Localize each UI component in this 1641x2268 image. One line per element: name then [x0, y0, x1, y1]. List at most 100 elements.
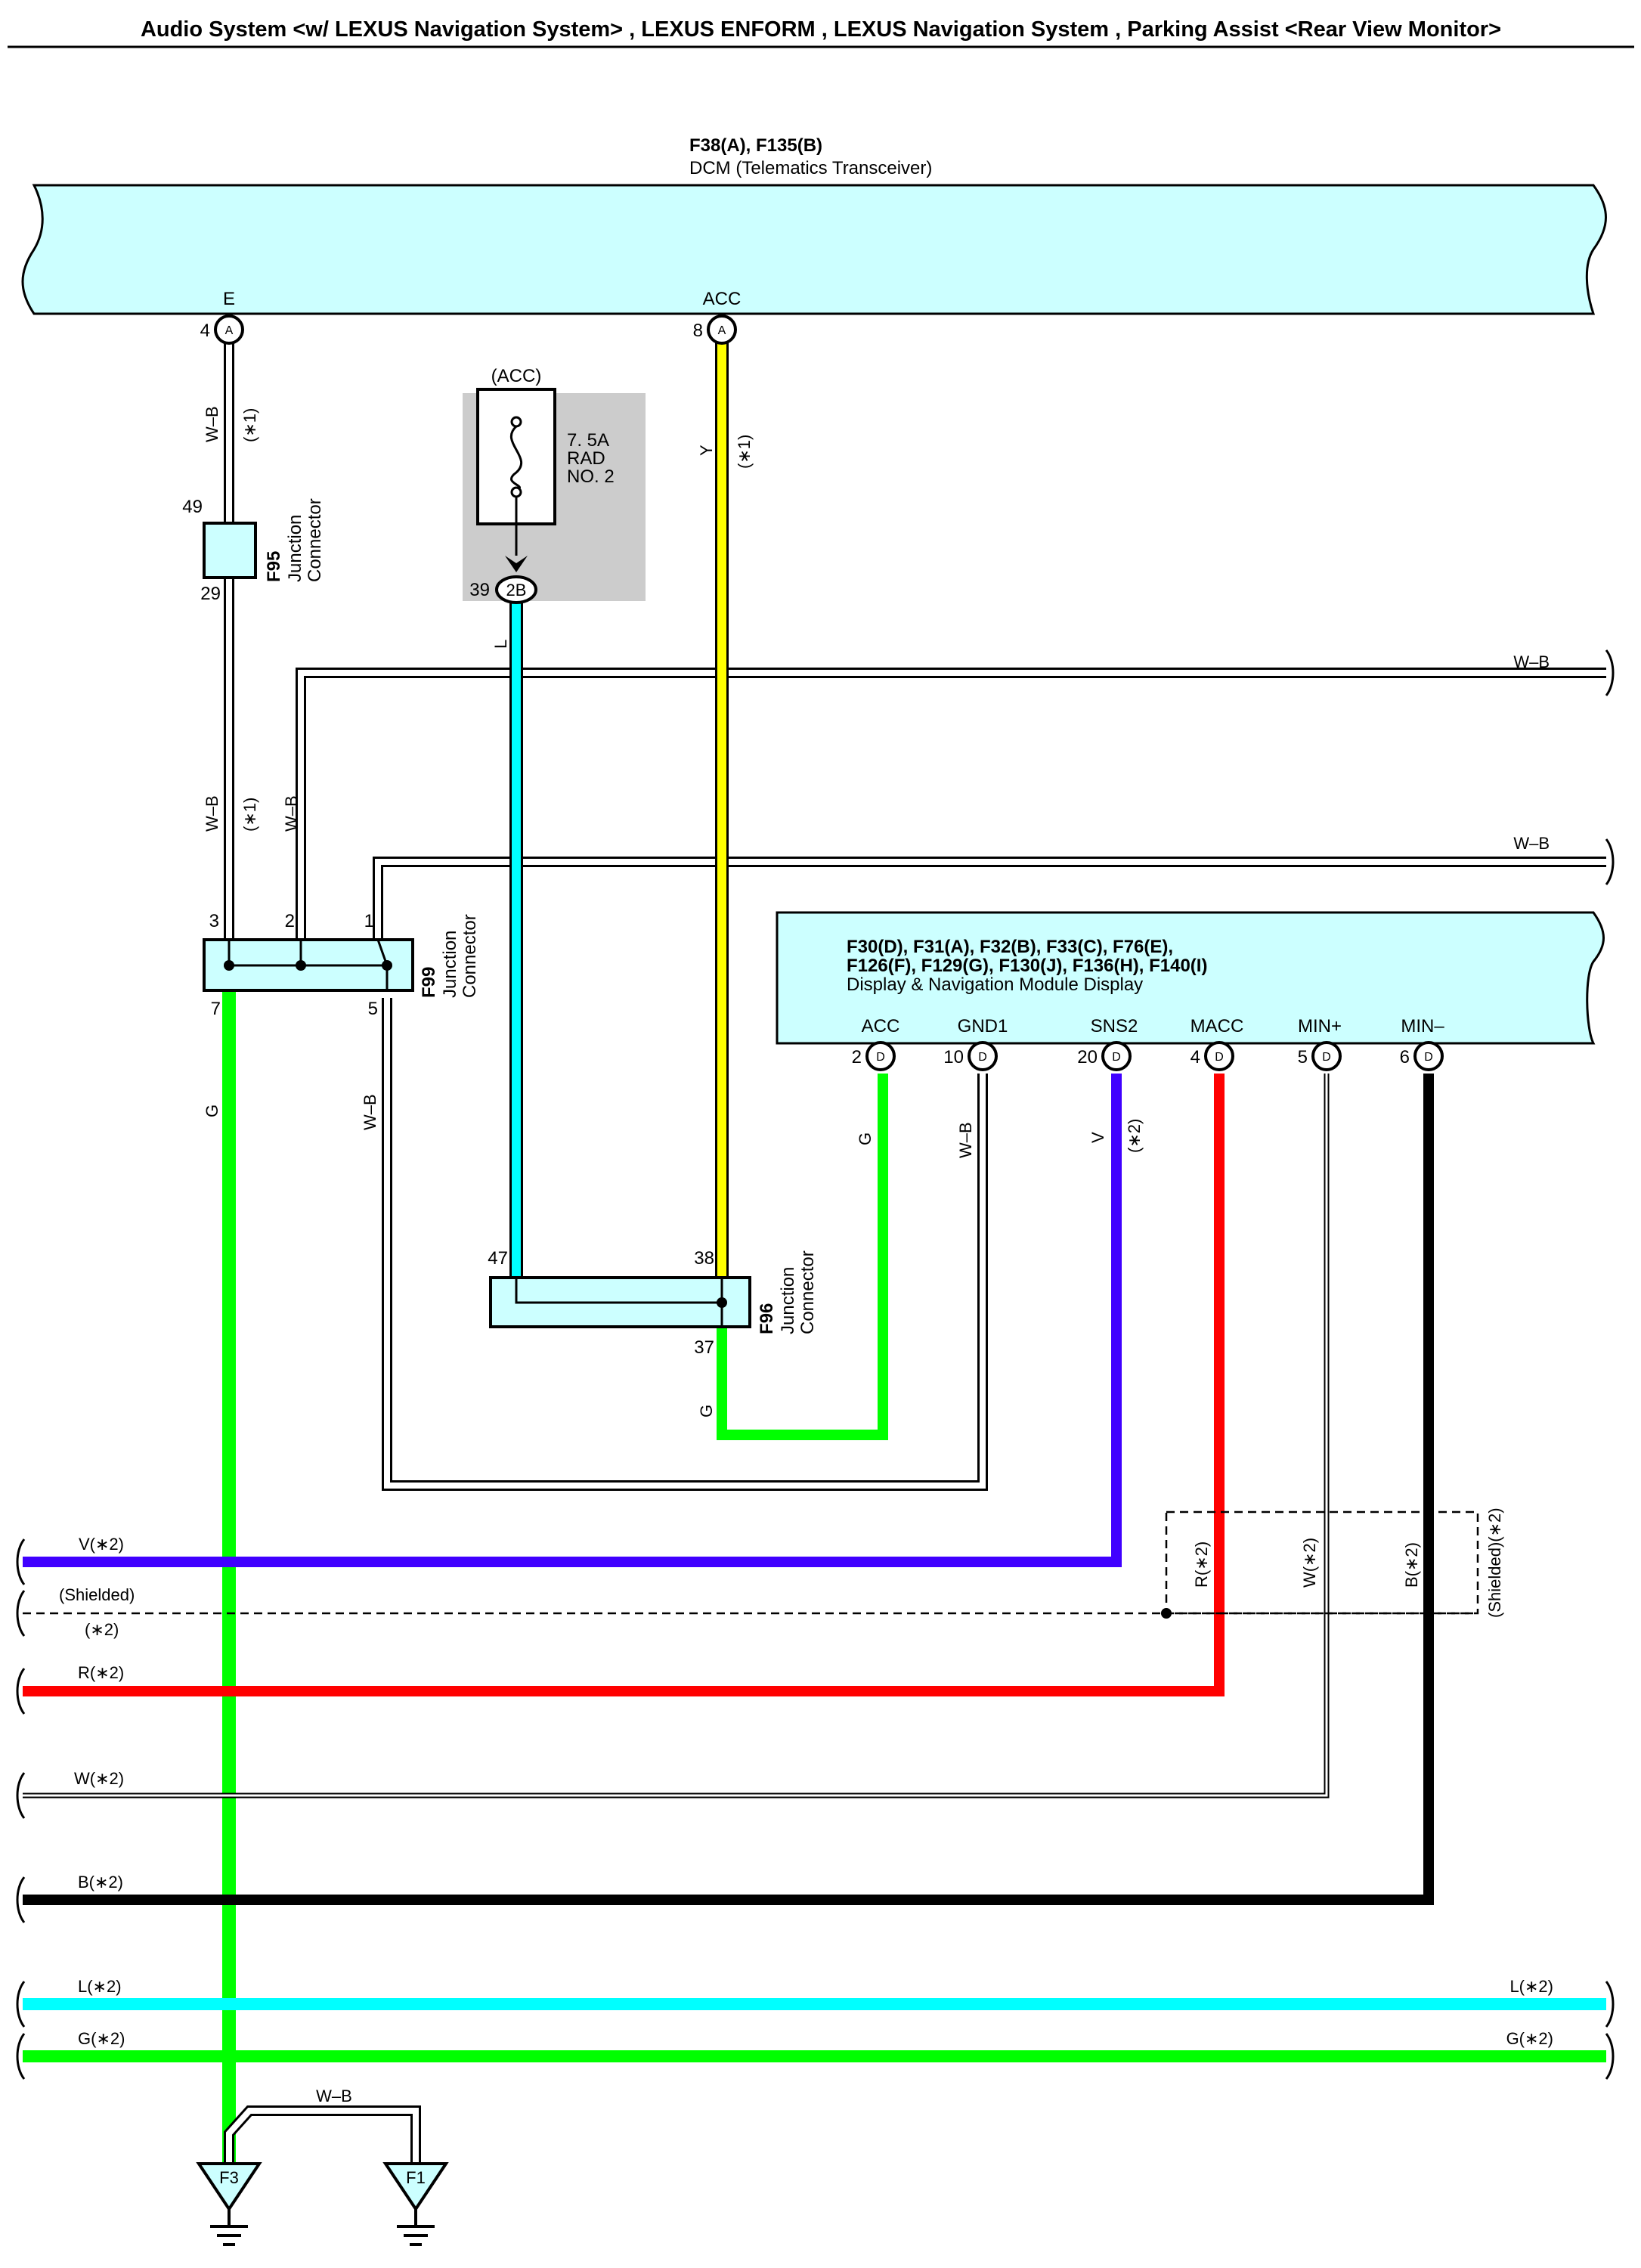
ground-wb-wire[interactable]: [224, 2105, 421, 2162]
fuse-terminal-top: [510, 416, 522, 428]
wire-label-wb-dcm: W–B: [203, 406, 221, 442]
display-pin-sns2[interactable]: D 20: [1077, 1041, 1132, 1071]
dcm-terminal-e-label: E: [223, 289, 235, 309]
wire-label-shielded-vertical: (Shielded)(∗2): [1485, 1507, 1504, 1618]
wire-label-v-star2: V(∗2): [79, 1535, 124, 1554]
display-terminal-min-plus-label: MIN+: [1298, 1016, 1342, 1036]
fuse-pin-conn: 2B: [506, 581, 527, 600]
harness-right-breaks: [1605, 649, 1615, 2080]
dcm-component[interactable]: F38(A), F135(B) DCM (Telematics Transcei…: [21, 135, 1607, 315]
f99-line2: Connector: [460, 914, 480, 998]
display-pin-gnd1-conn: D: [978, 1051, 987, 1064]
wire-label-g-display-acc: G: [856, 1132, 875, 1145]
wire-label-l-star2-left: L(∗2): [78, 1977, 122, 1996]
dcm-pin-4-number: 4: [200, 321, 210, 341]
f99-pin-1: 1: [364, 911, 374, 931]
display-terminal-sns2-label: SNS2: [1091, 1016, 1138, 1036]
display-body: [776, 911, 1605, 1045]
wire-label-r-star2: R(∗2): [78, 1663, 124, 1682]
g-wire-f96-to-display[interactable]: [717, 1074, 888, 1440]
display-pin-acc-conn: D: [876, 1051, 885, 1064]
display-terminal-macc-label: MACC: [1190, 1016, 1244, 1036]
ground-f3-label: F3: [219, 2168, 239, 2187]
v-wire-sns2[interactable]: [23, 1074, 1122, 1567]
fuse-name-line1: RAD: [567, 448, 605, 469]
display-pin-sns2-conn: D: [1112, 1051, 1121, 1064]
fuse-pin-number: 39: [469, 580, 490, 600]
display-pin-min-plus[interactable]: D 5: [1298, 1041, 1342, 1071]
wire-label-l-star2-right: L(∗2): [1509, 1977, 1553, 1996]
f96-pin-37: 37: [694, 1337, 714, 1358]
f96-pin-47: 47: [488, 1248, 508, 1269]
display-terminal-gnd1-label: GND1: [958, 1016, 1008, 1036]
ground-f3[interactable]: F3: [196, 2162, 262, 2246]
display-pin-min-plus-number: 5: [1298, 1047, 1308, 1067]
shield-splice: [1161, 1608, 1172, 1619]
wire-label-shielded: (Shielded): [59, 1585, 135, 1604]
f99-line1: Junction: [440, 931, 460, 998]
display-pin-macc-conn: D: [1215, 1051, 1224, 1064]
wire-label-star2-sns2: (∗2): [1125, 1119, 1144, 1153]
f95-pin-top: 49: [182, 497, 203, 517]
f95-pin-bottom: 29: [200, 584, 221, 604]
f96-junction-connector[interactable]: 47 38 37 F96 Junction Connector: [488, 1248, 818, 1358]
wire-label-b-star2: B(∗2): [78, 1873, 123, 1892]
display-pin-acc[interactable]: D 2: [852, 1041, 896, 1071]
fuse-pin-2b[interactable]: 2B 39: [469, 575, 537, 604]
display-pin-min-minus[interactable]: D 6: [1400, 1041, 1444, 1071]
display-name: Display & Navigation Module Display: [847, 974, 1143, 995]
f99-pin-5: 5: [368, 999, 378, 1019]
wb-wire-top[interactable]: [296, 668, 1606, 940]
wire-label-b-star2-vertical: B(∗2): [1402, 1542, 1421, 1588]
display-pin-macc-number: 4: [1190, 1047, 1200, 1067]
display-connectors-line2: F126(F), F129(G), F130(J), F136(H), F140…: [847, 956, 1207, 976]
dcm-body: [21, 184, 1607, 315]
f99-junction-connector[interactable]: 3 2 1 7 5 F99 Junction Connector: [203, 911, 480, 1019]
dcm-connectors: F38(A), F135(B): [689, 135, 822, 156]
f99-pin-7: 7: [211, 999, 221, 1019]
f95-junction-connector[interactable]: 49 29 F95 Junction Connector: [182, 497, 325, 604]
b-wire-min-minus[interactable]: [23, 1074, 1434, 1905]
f96-line1: Junction: [778, 1267, 798, 1334]
wire-label-y-acc: Y: [697, 445, 716, 456]
fuse-circuit-label: (ACC): [491, 366, 542, 386]
display-pin-gnd1[interactable]: D 10: [943, 1041, 998, 1071]
dcm-pin-8[interactable]: A 8: [693, 314, 737, 345]
fuse-block[interactable]: (ACC) 7. 5A RAD NO. 2: [463, 366, 646, 601]
display-pin-sns2-number: 20: [1077, 1047, 1098, 1067]
wire-label-g-star2-left: G(∗2): [78, 2029, 125, 2048]
r-wire-macc[interactable]: [23, 1074, 1225, 1696]
display-pin-min-minus-number: 6: [1400, 1047, 1410, 1067]
wire-label-star1-dcm: (∗1): [240, 408, 259, 442]
dcm-pin-4[interactable]: A 4: [200, 314, 244, 345]
wire-label-wb-top-right: W–B: [1513, 652, 1550, 671]
fuse-name-line2: NO. 2: [567, 466, 615, 487]
f96-line2: Connector: [797, 1250, 818, 1334]
wire-label-w-star2: W(∗2): [74, 1769, 124, 1788]
fuse-arrow-icon: [505, 556, 528, 572]
ground-f1-label: F1: [406, 2168, 426, 2187]
wb-wire-f99-loop[interactable]: [382, 998, 988, 1491]
display-pin-acc-number: 2: [852, 1047, 862, 1067]
f99-id: F99: [419, 967, 439, 998]
ground-f1[interactable]: F1: [382, 2162, 449, 2246]
display-pin-min-minus-conn: D: [1424, 1051, 1433, 1064]
fuse-element-icon: [509, 425, 523, 491]
wire-label-wb-f95: W–B: [203, 795, 221, 832]
w-wire-min-plus[interactable]: [23, 1074, 1328, 1797]
wire-label-wb-mid-right: W–B: [1513, 834, 1550, 853]
wire-label-star1-f95: (∗1): [240, 798, 259, 832]
display-pin-macc[interactable]: D 4: [1190, 1041, 1234, 1071]
f95-line2: Connector: [305, 498, 325, 582]
wire-label-star1-acc: (∗1): [735, 435, 754, 469]
wire-label-wb-f99-2: W–B: [282, 795, 301, 832]
wire-label-v-sns2: V: [1088, 1132, 1107, 1143]
dcm-pin-8-conn: A: [718, 324, 726, 337]
wire-label-r-star2-vertical: R(∗2): [1192, 1541, 1211, 1588]
harness-left-breaks: [16, 1538, 26, 2080]
dcm-pin-4-conn: A: [225, 324, 234, 337]
wire-label-w-star2-vertical: W(∗2): [1300, 1538, 1319, 1588]
f96-id: F96: [757, 1303, 777, 1334]
fuse-terminal-bottom: [510, 486, 522, 498]
display-navigation-module[interactable]: F30(D), F31(A), F32(B), F33(C), F76(E), …: [776, 911, 1605, 1045]
